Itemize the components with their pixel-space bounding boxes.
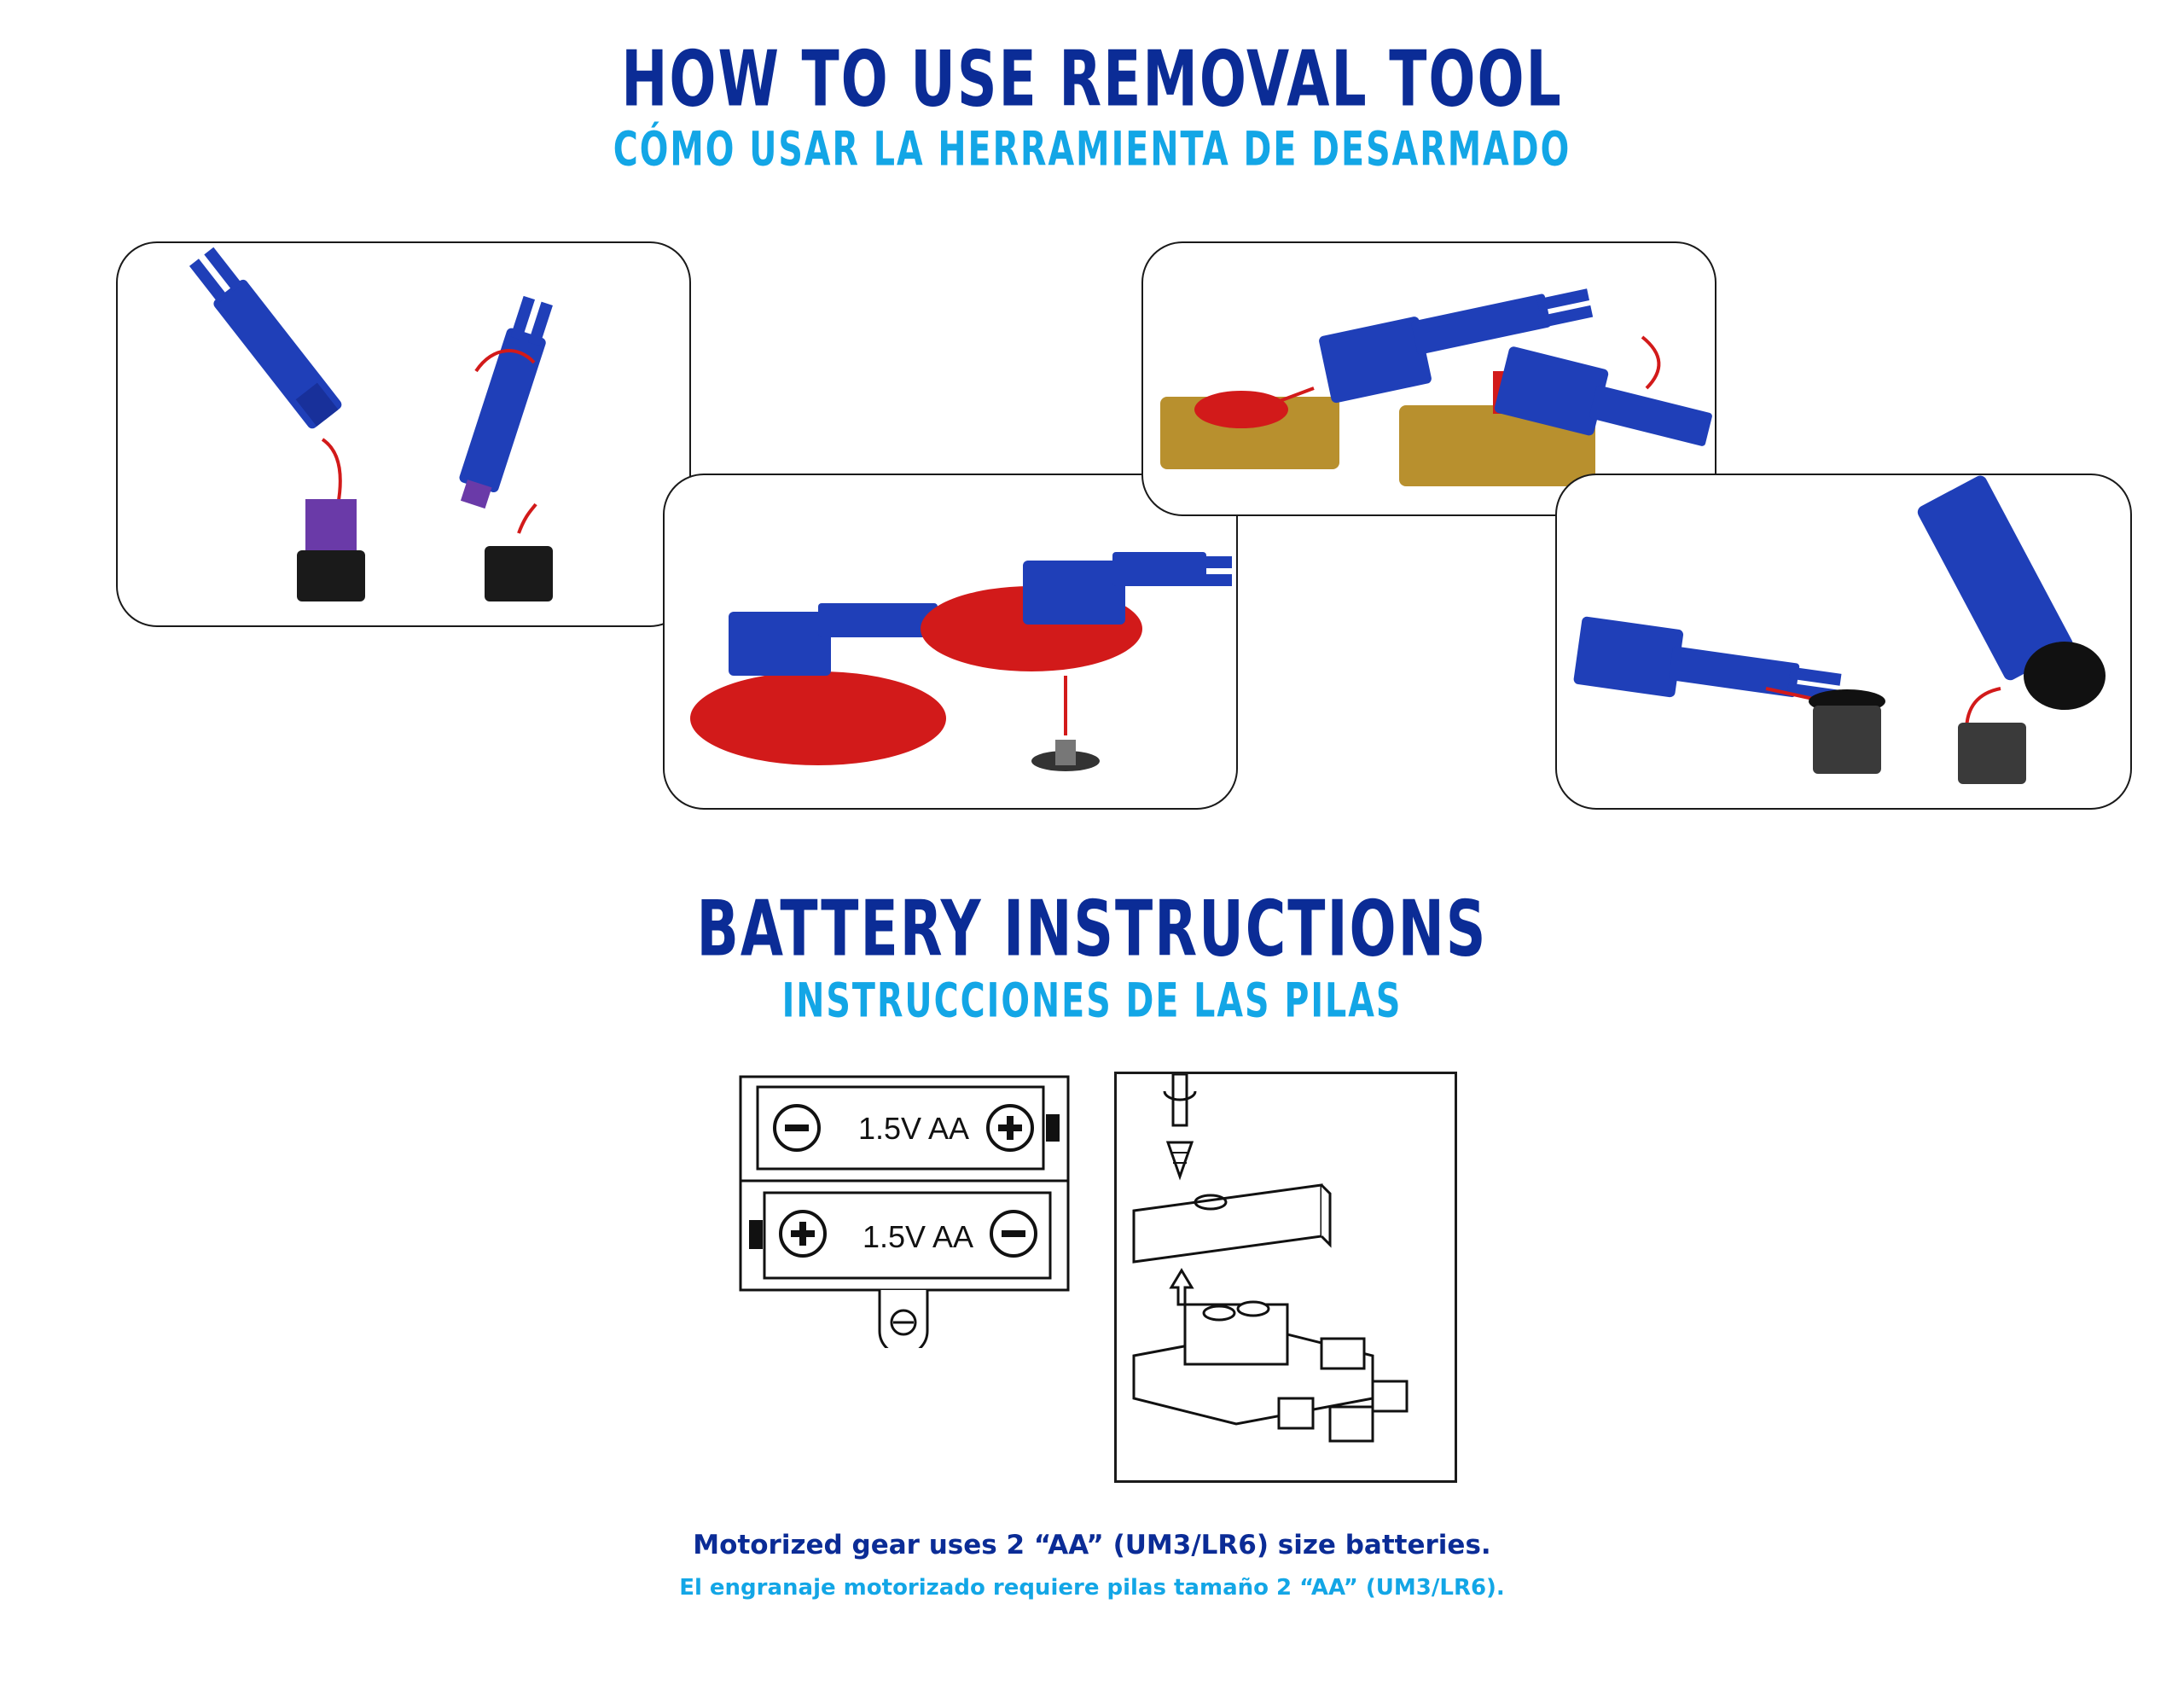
gear-icon — [690, 671, 946, 765]
battery-subtitle: INSTRUCCIONES DE LAS PILAS — [0, 974, 2184, 1029]
hub-icon — [1958, 723, 2026, 784]
removal-tool-subtitle: CÓMO USAR LA HERRAMIENTA DE DESARMADO — [0, 123, 2184, 177]
removal-step-panel-4 — [1555, 474, 2132, 810]
minus-icon — [991, 1212, 1036, 1256]
removal-tool-icon — [1573, 616, 1844, 720]
removal-tool-icon — [185, 244, 344, 431]
battery-note-spanish: El engranaje motorizado requiere pilas t… — [0, 1575, 2184, 1601]
removal-step-panel-1 — [116, 241, 691, 627]
step-2-illustration — [665, 475, 1236, 808]
hub-icon — [1813, 706, 1881, 774]
arrow-icon — [1642, 337, 1658, 388]
battery-note-english: Motorized gear uses 2 “AA” (UM3/LR6) siz… — [0, 1530, 2184, 1560]
removal-step-panel-2 — [663, 474, 1238, 810]
pin-icon — [2024, 642, 2106, 710]
screwdriver-icon — [1165, 1074, 1195, 1125]
screw-icon — [1168, 1142, 1192, 1177]
battery-holder-diagram: 1.5V AA 1.5V AA — [739, 1075, 1072, 1348]
plus-icon — [781, 1212, 825, 1256]
hub-icon — [297, 550, 365, 601]
screw-icon — [892, 1310, 915, 1334]
step-1-illustration — [118, 243, 689, 625]
step-4-illustration — [1557, 475, 2130, 808]
battery-cover-icon — [1134, 1185, 1330, 1262]
minus-icon — [775, 1106, 819, 1150]
removal-tool-icon — [452, 294, 557, 511]
plus-icon — [988, 1106, 1032, 1150]
gear-box-icon — [1134, 1302, 1407, 1441]
hub-icon — [485, 546, 553, 601]
up-arrow-icon — [1171, 1270, 1192, 1305]
battery-title: BATTERY INSTRUCTIONS — [0, 884, 2184, 973]
battery-cover-diagram — [1114, 1072, 1457, 1483]
cell-label-top: 1.5V AA — [858, 1111, 969, 1146]
cell-label-bottom: 1.5V AA — [863, 1219, 973, 1254]
removal-tool-title: HOW TO USE REMOVAL TOOL — [0, 34, 2184, 124]
